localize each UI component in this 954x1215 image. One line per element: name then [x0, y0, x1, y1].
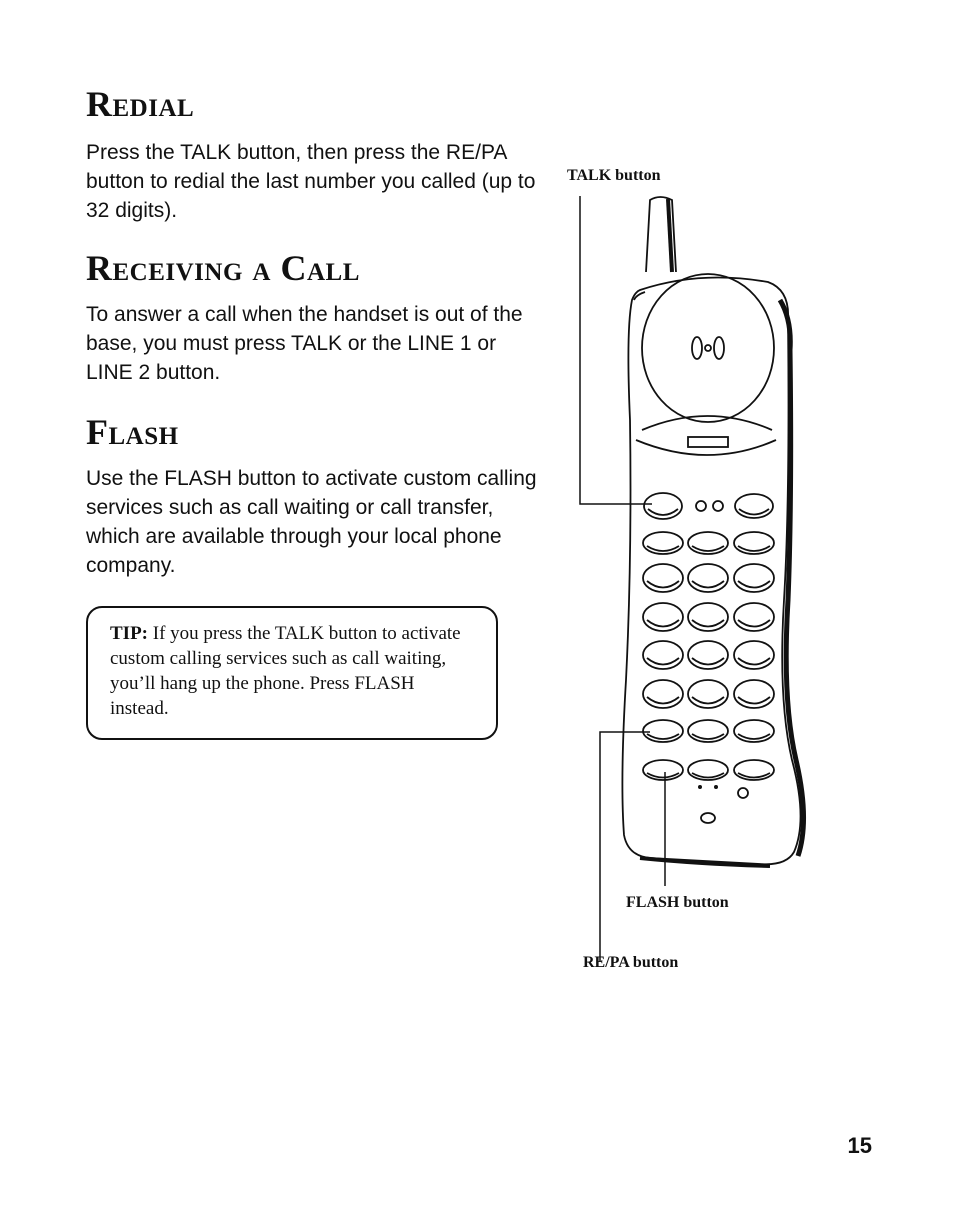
keypad-key-shadow	[737, 696, 771, 705]
redial-heading: Redial	[86, 84, 195, 124]
repa-key-shadow	[646, 733, 680, 740]
keypad-key-shadow	[737, 733, 771, 740]
page-number: 15	[847, 1133, 872, 1158]
receiving-call-text: To answer a call when the handset is out…	[86, 303, 523, 384]
key-top-right-shadow	[738, 508, 770, 516]
keypad-key-shadow	[737, 772, 771, 779]
redial-text: Press the TALK button, then press the RE…	[86, 141, 536, 222]
keypad-key-shadow	[646, 545, 680, 552]
keypad-key-shadow	[646, 696, 680, 705]
tip-text: If you press the TALK button to activate…	[110, 623, 461, 719]
flash-text: Use the FLASH button to activate custom …	[86, 467, 537, 577]
receiving-call-heading: Receiving a Call	[86, 248, 360, 288]
repa-button-label: RE/PA button	[583, 954, 679, 971]
flash-heading: Flash	[86, 412, 179, 452]
flash-button-label: FLASH button	[626, 894, 729, 911]
talk-button-label: TALK button	[567, 167, 661, 184]
keypad-key-shadow	[646, 580, 680, 589]
keypad-key-shadow	[691, 580, 725, 589]
keypad-key-shadow	[646, 619, 680, 628]
keypad-key-shadow	[646, 657, 680, 666]
keypad-key-shadow	[691, 696, 725, 705]
talk-key-shadow	[647, 508, 679, 516]
keypad-key-shadow	[691, 657, 725, 666]
keypad-key-shadow	[691, 772, 725, 779]
tip-box: TIP: If you press the TALK button to act…	[86, 606, 498, 740]
keypad-key-shadow	[737, 545, 771, 552]
keypad-key-shadow	[737, 580, 771, 589]
keypad-key-shadow	[737, 657, 771, 666]
flash-key-shadow	[646, 772, 680, 779]
keypad-key-shadow	[691, 733, 725, 740]
keypad-key-shadow	[737, 619, 771, 628]
tip-label: TIP:	[110, 623, 148, 644]
keypad-key-shadow	[691, 619, 725, 628]
keypad-key-shadow	[691, 545, 725, 552]
